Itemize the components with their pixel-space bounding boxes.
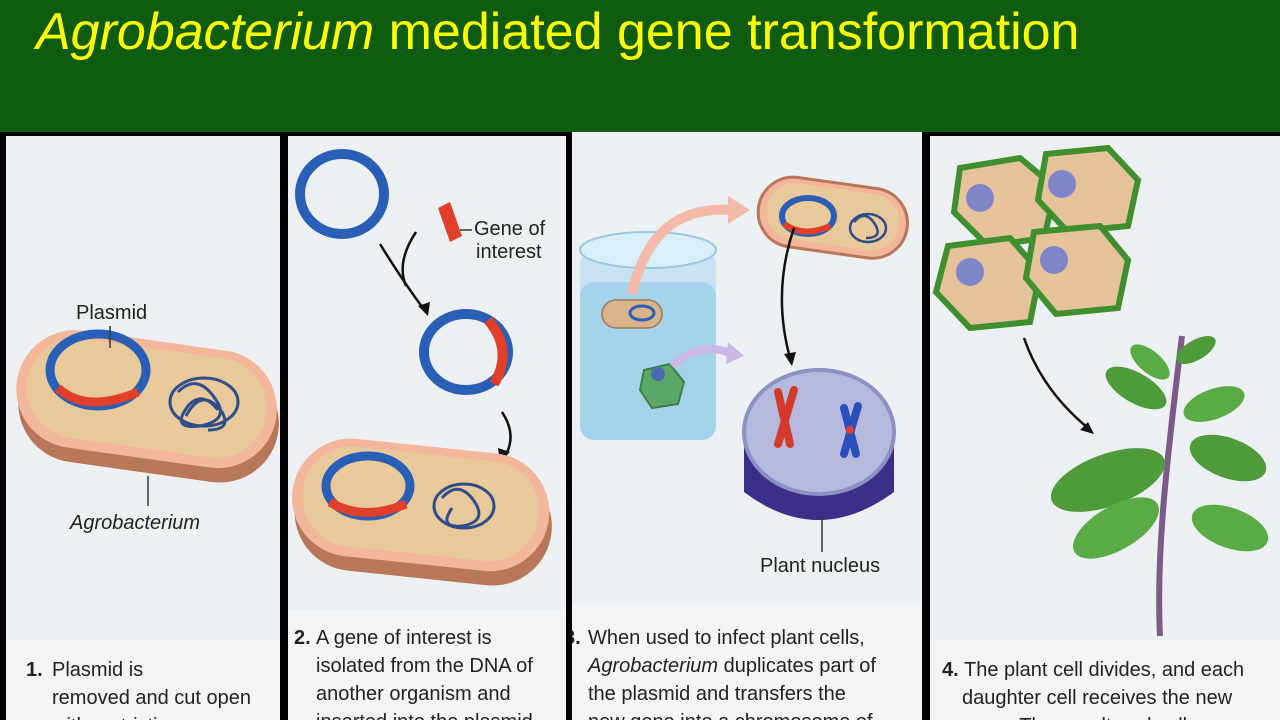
- bacterium-in-beaker: [601, 299, 663, 329]
- step-1-caption-line1: Plasmid is: [52, 659, 144, 681]
- arrow-to-plant: [1022, 337, 1089, 429]
- agrobacterium-label: Agrobacterium: [70, 512, 201, 534]
- dividing-plant-cells: [932, 144, 1142, 332]
- step-1-caption: 1. Plasmid is removed and cut open with …: [6, 640, 280, 720]
- step-1-caption-line3: with restriction: [52, 712, 251, 720]
- plasmid-ring: [45, 329, 151, 411]
- step-2-caption-line2: isolated from the DNA of: [316, 655, 533, 677]
- transformed-bacterium: [292, 438, 552, 586]
- plant-cell-in-beaker: [638, 362, 686, 410]
- step-3-caption-line4: new gene into a chromosome of: [588, 708, 876, 720]
- red-chromosome: [774, 386, 798, 448]
- step-1-number: 1.: [26, 659, 43, 681]
- step-3-number: 3.: [572, 627, 581, 649]
- step-2-caption: 2. A gene of interest is isolated from t…: [288, 610, 566, 720]
- beaker: [579, 231, 717, 440]
- chromosomal-dna: [168, 376, 240, 432]
- arrow-to-nucleus: [780, 227, 796, 359]
- step-2-caption-line3: another organism and: [316, 683, 511, 705]
- regenerated-plant: [1050, 335, 1269, 637]
- step-1-caption-line2: removed and cut open: [52, 687, 252, 709]
- step-2-caption-line1: A gene of interest is: [316, 627, 492, 649]
- empty-plasmid: [295, 149, 389, 239]
- step-2-panel: Gene of interest 2. A gene of interest i…: [288, 136, 566, 720]
- step-3-caption: 3. When used to infect plant cells, Agro…: [572, 604, 922, 720]
- step-4-illustration: [932, 144, 1269, 637]
- plant-nucleus-label: Plant nucleus: [760, 555, 881, 577]
- step-1-illustration: [16, 326, 279, 506]
- step-1-panel: Plasmid Agrobacterium 1. Plasmid is remo…: [6, 136, 280, 720]
- plasmid-label: Plasmid: [76, 302, 148, 324]
- gene-of-interest-label: Gene of interest: [474, 218, 546, 263]
- title-italic: Agrobacterium: [36, 3, 375, 61]
- transfer-arrow-bottom: [669, 345, 734, 370]
- step-3-caption-line1: When used to infect plant cells,: [588, 627, 865, 649]
- plant-nucleus: [742, 368, 896, 520]
- cell-nuclei: [956, 170, 1076, 286]
- recombinant-plasmid: [419, 309, 513, 395]
- title-rest: mediated gene transformation: [374, 3, 1080, 61]
- step-3-illustration: [579, 175, 909, 552]
- step-4-caption-line3: gene. These cultured cells: [964, 712, 1244, 720]
- step-3-caption-line3: the plasmid and transfers the: [588, 683, 846, 705]
- step-4-caption-line1: The plant cell divides, and each: [964, 659, 1245, 681]
- step-3-caption-line2: Agrobacterium duplicates part of: [588, 655, 876, 677]
- slide-title: Agrobacterium mediated gene transformati…: [36, 2, 1079, 62]
- step-4-panel: 4. The plant cell divides, and each daug…: [930, 136, 1280, 720]
- transfer-arrow-top: [627, 204, 733, 296]
- step-2-number: 2.: [294, 627, 311, 649]
- step-4-caption: 4. The plant cell divides, and each daug…: [930, 640, 1280, 720]
- step-3-panel: Plant nucleus 3. When used to infect pla…: [572, 132, 922, 720]
- step-2-caption-line4: inserted into the plasmid: [316, 708, 533, 720]
- slide-header: Agrobacterium mediated gene transformati…: [0, 0, 1280, 132]
- step-2-illustration: [292, 149, 552, 586]
- step-4-caption-line2: daughter cell receives the new: [962, 687, 1233, 709]
- step-4-number: 4.: [942, 659, 959, 681]
- gene-fragment: [438, 202, 462, 242]
